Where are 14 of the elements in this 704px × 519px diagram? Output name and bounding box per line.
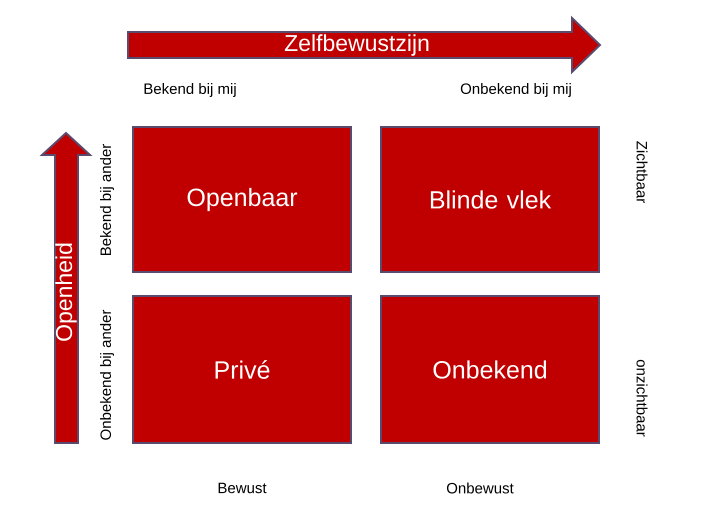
axis-label: onzichtbaar [636,360,648,436]
axis-label: Onbekend bij mij [460,83,571,97]
quadrant-box: Privé [132,295,352,444]
axis-label: Onbekend bij ander [100,310,114,440]
axis-label: Bewust [218,482,266,494]
axis-label: Bekend bij ander [100,144,114,256]
axis-label: Bekend bij mij [144,83,236,97]
quadrant-box: Openbaar [132,126,352,273]
quadrant-box: Onbekend [380,295,600,444]
quadrant-box: Blinde vlek [380,126,600,273]
axis-label: Onbewust [446,482,514,494]
axis-label: Zichtbaar [636,141,648,203]
arrow-label: Openheid [55,244,77,341]
arrow-label: Zelfbewustzijn [284,34,428,56]
